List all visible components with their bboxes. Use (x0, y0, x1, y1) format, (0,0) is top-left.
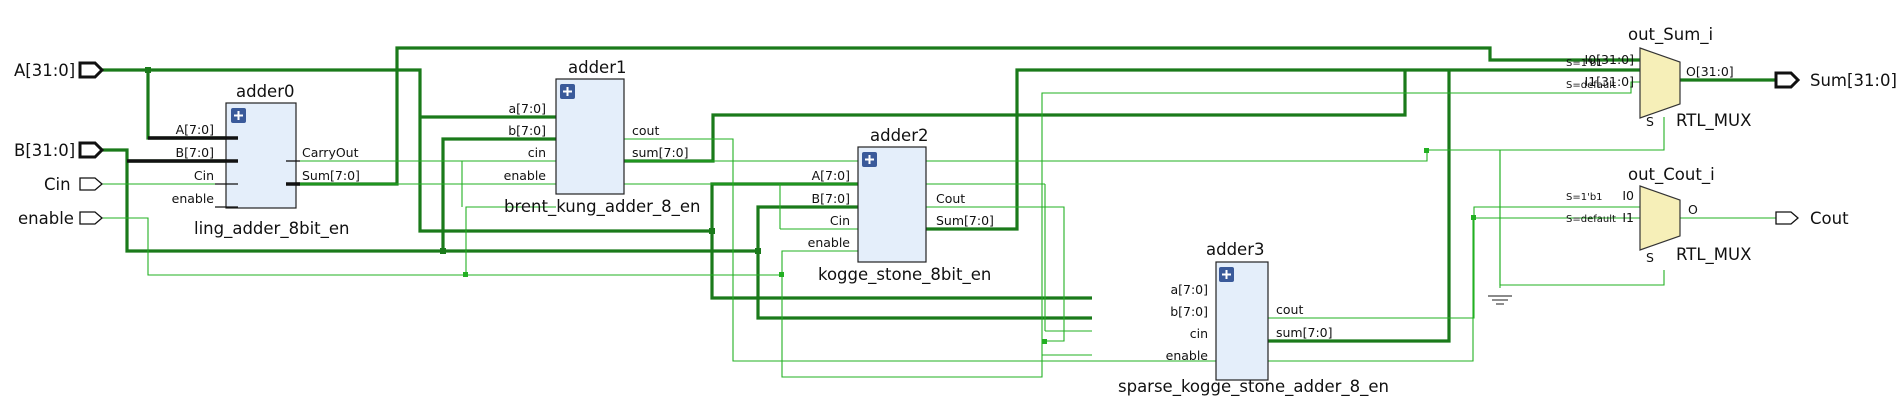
mux-out-sum-type: RTL_MUX (1676, 111, 1751, 131)
mux-out-cout-in2: I1 (1622, 210, 1634, 225)
port-sum[interactable]: Sum[31:0] (1774, 71, 1896, 90)
adder1-pin-sum: sum[7:0] (632, 145, 688, 160)
adder0-pin-b: B[7:0] (176, 145, 214, 160)
junction-cout (1471, 215, 1476, 220)
port-enable[interactable]: enable (18, 209, 103, 228)
adder1-pin-enable: enable (504, 168, 547, 183)
block-adder2-inst: adder2 (870, 126, 929, 145)
mux-out-cout-inst: out_Cout_i (1628, 165, 1715, 185)
adder3-pin-cout: cout (1276, 302, 1303, 317)
block-adder2[interactable]: adder2 A[7:0] B[7:0] Cin enable Cout Sum… (808, 126, 994, 285)
adder3-pin-enable: enable (1166, 348, 1209, 363)
junction-a2 (709, 228, 715, 234)
adder0-pin-cin: Cin (194, 168, 214, 183)
port-cout[interactable]: Cout (1775, 209, 1849, 228)
adder2-pin-cin: Cin (830, 213, 850, 228)
block-adder0-module: ling_adder_8bit_en (194, 219, 349, 239)
mux-out-sum-sel1: S=1'b1 (1566, 58, 1603, 69)
net-adder3-sum[interactable] (1260, 70, 1451, 343)
net-adder2-cout[interactable] (926, 206, 1065, 342)
port-cin-label: Cin (44, 175, 71, 194)
mux-out-sum-in1: I0[31:0] (1585, 52, 1634, 67)
mux-out-cout-type: RTL_MUX (1676, 245, 1751, 265)
plus-icon[interactable] (231, 108, 246, 123)
plus-icon[interactable] (560, 84, 575, 99)
port-cin[interactable]: Cin (44, 175, 103, 194)
block-adder3-inst: adder3 (1206, 240, 1265, 259)
adder2-pin-cout: Cout (936, 191, 965, 206)
adder3-pin-b: b[7:0] (1170, 304, 1208, 319)
adder3-pin-sum: sum[7:0] (1276, 325, 1332, 340)
block-adder0-inst: adder0 (236, 82, 295, 101)
mux-out-sum-out: O[31:0] (1686, 64, 1734, 79)
adder2-pin-b: B[7:0] (812, 191, 850, 206)
adder0-pin-sum: Sum[7:0] (302, 168, 360, 183)
port-a-label: A[31:0] (14, 61, 75, 80)
junction-cin (1042, 339, 1047, 344)
block-adder3[interactable]: adder3 a[7:0] b[7:0] cin enable cout sum… (1118, 240, 1389, 397)
mux-out-cout-sel1: S=1'b1 (1566, 192, 1603, 203)
adder1-pin-a: a[7:0] (508, 101, 546, 116)
adder2-pin-enable: enable (808, 235, 851, 250)
mux-out-sum[interactable]: out_Sum_i S=1'b1 S=default I0[31:0] I1[3… (1566, 25, 1751, 131)
mux-out-cout-in1: I0 (1622, 188, 1634, 203)
port-b[interactable]: B[31:0] (14, 141, 105, 160)
net-adder1-sum[interactable] (624, 70, 1407, 163)
mux-out-cout-out: O (1688, 202, 1698, 217)
block-adder0[interactable]: adder0 A[7:0] B[7:0] Cin enable CarryOut… (127, 82, 360, 239)
adder1-pin-cout: cout (632, 123, 659, 138)
plus-icon[interactable] (1219, 267, 1234, 282)
mux-out-cout-seldef: S=default (1566, 214, 1616, 225)
mux-out-cout-s: S (1646, 250, 1654, 265)
junction-en2 (779, 272, 784, 277)
net-enable[interactable] (102, 81, 1640, 378)
net-adder1-cout[interactable] (624, 138, 1640, 362)
adder0-pin-carryout: CarryOut (302, 145, 359, 160)
net-adder2-sum[interactable] (926, 68, 1640, 231)
adder0-pin-enable: enable (172, 191, 215, 206)
junction-sel (1424, 148, 1429, 153)
port-sum-label: Sum[31:0] (1810, 71, 1896, 90)
adder0-pin-a: A[7:0] (176, 122, 214, 137)
mux-out-sum-inst: out_Sum_i (1628, 25, 1713, 45)
adder3-pin-cin: cin (1190, 326, 1208, 341)
adder1-pin-cin: cin (528, 145, 546, 160)
adder2-pin-a: A[7:0] (812, 168, 850, 183)
port-cout-label: Cout (1810, 209, 1849, 228)
block-adder2-module: kogge_stone_8bit_en (818, 265, 991, 285)
junction-a (145, 67, 151, 73)
nets (97, 46, 1776, 378)
block-adder1-module: brent_kung_adder_8_en (504, 197, 701, 217)
adder3-pin-a: a[7:0] (1170, 282, 1208, 297)
port-a[interactable]: A[31:0] (14, 61, 105, 80)
block-adder1[interactable]: adder1 a[7:0] b[7:0] cin enable cout sum… (504, 58, 701, 217)
mux-out-cout[interactable]: out_Cout_i S=1'b1 S=default I0 I1 O S RT… (1566, 165, 1751, 265)
block-adder3-module: sparse_kogge_stone_adder_8_en (1118, 377, 1389, 397)
adder1-pin-b: b[7:0] (508, 123, 546, 138)
mux-out-sum-seldef: S=default (1566, 80, 1616, 91)
mux-out-sum-in2: I1[31:0] (1585, 74, 1634, 89)
junction-en (463, 272, 468, 277)
block-adder1-inst: adder1 (568, 58, 627, 77)
mux-out-sum-s: S (1646, 114, 1654, 129)
plus-icon[interactable] (862, 152, 877, 167)
ground-icon (1488, 295, 1512, 305)
adder2-pin-sum: Sum[7:0] (936, 213, 994, 228)
junction-b2 (755, 248, 761, 254)
port-b-label: B[31:0] (14, 141, 75, 160)
junction-b (440, 248, 446, 254)
net-sum-select[interactable] (1427, 117, 1665, 151)
port-enable-label: enable (18, 209, 74, 228)
net-adder3-cout[interactable] (1260, 206, 1640, 319)
